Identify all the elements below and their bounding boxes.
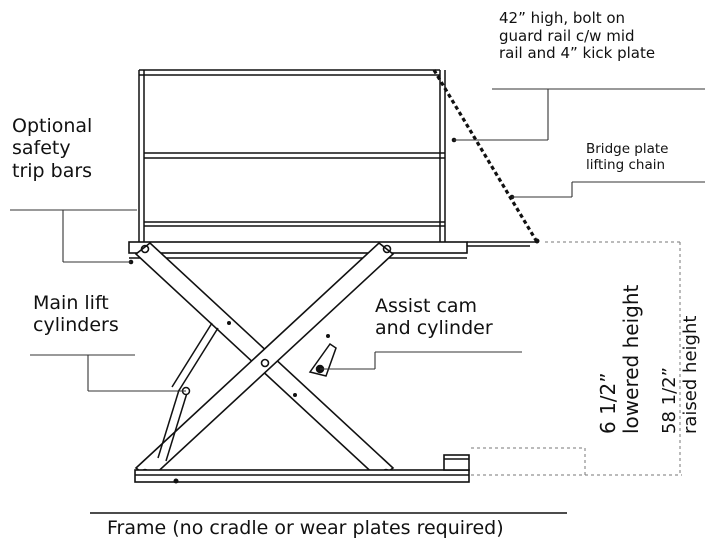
arm-marker-c bbox=[326, 334, 330, 338]
deck-top bbox=[128, 241, 468, 254]
frame-marker bbox=[173, 478, 179, 484]
guard-rail-label: 42” high, bolt on guard rail c/w mid rai… bbox=[499, 9, 656, 63]
leader-lines bbox=[10, 88, 705, 392]
lowered-height-label: 6 1/2” lowered height bbox=[596, 284, 643, 434]
center-pivot bbox=[260, 358, 270, 368]
assist-cam bbox=[308, 342, 337, 377]
safety-trip-bars-label: Optional safety trip bars bbox=[12, 115, 93, 182]
platform-deck bbox=[128, 241, 537, 259]
chain-anchor bbox=[534, 238, 540, 244]
cylinder-rod bbox=[177, 327, 219, 393]
roller-block bbox=[443, 454, 470, 471]
pivot-top-left bbox=[140, 244, 150, 254]
frame-label: Frame (no cradle or wear plates required… bbox=[107, 517, 504, 539]
chain-links bbox=[432, 69, 539, 243]
bridge-chain-label: Bridge plate lifting chain bbox=[586, 141, 669, 173]
cylinder-body-edge bbox=[165, 392, 188, 462]
arm-marker-b bbox=[293, 393, 297, 397]
frame-rail bbox=[134, 469, 470, 483]
pivot-top-right bbox=[382, 244, 392, 254]
main-lift-label: Main lift cylinders bbox=[33, 292, 119, 337]
raised-height-label: 58 1/2” raised height bbox=[659, 315, 701, 434]
cylinder-rod-edge bbox=[171, 322, 213, 388]
cylinder-body bbox=[157, 389, 180, 459]
guard-rail bbox=[138, 69, 446, 242]
main-lift-cylinder bbox=[157, 322, 219, 462]
assist-cam-label: Assist cam and cylinder bbox=[375, 295, 493, 340]
arm-marker-a bbox=[227, 321, 231, 325]
lifting-chain bbox=[432, 69, 540, 244]
dimension-lines bbox=[471, 241, 682, 476]
scissor-arms bbox=[134, 241, 395, 481]
base-frame bbox=[90, 454, 567, 514]
